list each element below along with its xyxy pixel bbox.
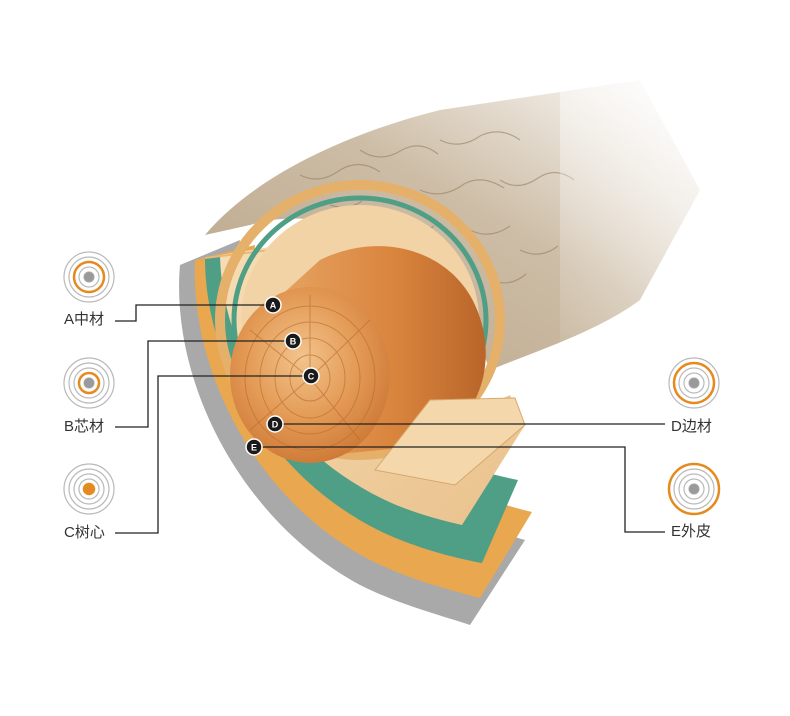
ring-icon-b-r3 — [73, 367, 105, 399]
center-dot-e — [689, 484, 699, 494]
ring-icon-a-r4 — [68, 256, 110, 298]
ring-icon-e-r5 — [667, 462, 721, 516]
ring-icon-c-r4 — [68, 468, 110, 510]
ring-icon-d-r4 — [672, 361, 716, 405]
ring-icon-d-r2 — [683, 372, 705, 394]
ring-icon-b-r2 — [77, 371, 101, 395]
center-dot-a — [84, 272, 94, 282]
label-b: B芯材 — [64, 418, 105, 435]
ring-icon-a-r3 — [72, 260, 106, 294]
bark-texture — [299, 131, 575, 284]
label-a: A中材 — [64, 311, 105, 328]
ring-icon-a-r2 — [78, 266, 100, 288]
ring-icon-c-r5 — [63, 463, 115, 515]
marker-e — [245, 438, 263, 456]
ring-icon-b-r4 — [68, 362, 110, 404]
leader-line-a — [115, 304, 273, 322]
ring-icon-c-r2 — [78, 478, 100, 500]
label-e: E外皮 — [671, 523, 712, 540]
growth-rings — [244, 295, 376, 451]
sapwood-plank — [374, 397, 526, 486]
ring-icon-d-r3 — [678, 367, 710, 399]
leader-line-b — [115, 340, 293, 428]
center-dot-d — [689, 378, 699, 388]
ring-icon-e-r4 — [673, 468, 715, 510]
leader-line-c — [115, 375, 311, 534]
ring-icon-b-r5 — [63, 357, 115, 409]
ring-icon-c-r1 — [82, 482, 96, 496]
marker-letter-d: D — [272, 420, 279, 430]
marker-c — [302, 367, 320, 385]
label-d: D边材 — [671, 418, 712, 435]
label-c: C树心 — [64, 524, 105, 541]
marker-letter-a: A — [270, 301, 277, 311]
ring-icon-d-r5 — [668, 357, 720, 409]
marker-d — [266, 415, 284, 433]
leader-line-e — [254, 446, 665, 533]
marker-letter-b: B — [290, 337, 297, 347]
ring-icon-e-r2 — [683, 478, 705, 500]
ring-icon-e-r3 — [678, 473, 710, 505]
marker-b — [284, 332, 302, 350]
outer-rim — [215, 180, 505, 460]
marker-letter-e: E — [251, 443, 257, 453]
marker-letter-c: C — [308, 372, 315, 382]
ring-icon-a-r5 — [63, 251, 115, 303]
marker-a — [264, 296, 282, 314]
ring-icon-c-r3 — [73, 473, 105, 505]
center-dot-b — [84, 378, 94, 388]
